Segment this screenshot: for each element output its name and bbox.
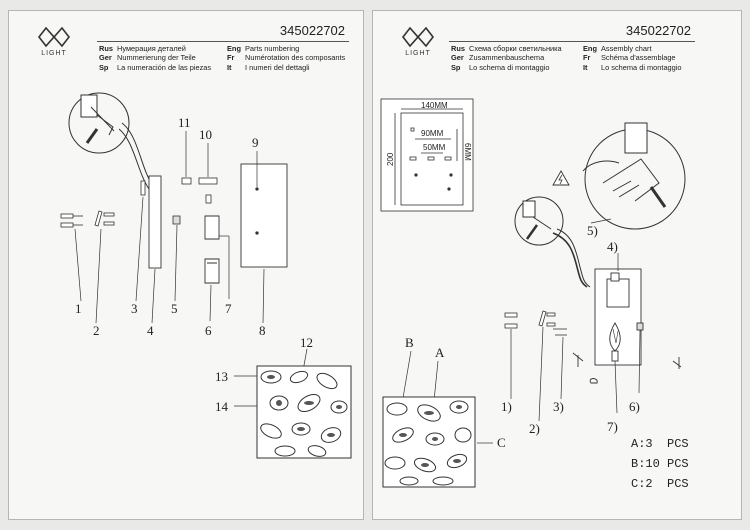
part-label-3: 3 <box>131 301 138 316</box>
part-label-1: 1 <box>75 301 82 316</box>
quantity-c: C:2 PCS <box>631 477 689 491</box>
letter-c: C <box>497 435 506 450</box>
part-label-10: 10 <box>199 127 212 142</box>
step-1-anchors <box>504 312 518 329</box>
letter-b: B <box>405 335 414 350</box>
quantity-b: B:10 PCS <box>631 457 689 471</box>
brand-text: LIGHT <box>405 50 431 57</box>
wall-fixings <box>572 352 682 384</box>
dim-90: 90MM <box>421 129 444 138</box>
part-5-nut <box>172 215 181 225</box>
part-label-4: 4 <box>147 323 154 338</box>
wiring-detail-large <box>582 122 686 230</box>
part-label-12: 12 <box>300 335 313 350</box>
part-label-6: 6 <box>205 323 212 338</box>
step-2-screws <box>538 310 556 327</box>
part-label-8: 8 <box>259 323 266 338</box>
fixture-backplate <box>594 268 644 366</box>
brand-text: LIGHT <box>41 50 67 57</box>
part-label-9: 9 <box>252 135 259 150</box>
part-3-cable <box>140 180 146 196</box>
part-1-screws <box>60 213 83 228</box>
decorative-shade-panel <box>256 365 352 459</box>
step-4-label: 4) <box>607 239 618 254</box>
leader-lines <box>74 131 308 407</box>
dim-200: 200 <box>386 152 395 166</box>
brand-logo: LIGHT <box>29 25 79 57</box>
wiring-detail <box>68 92 155 190</box>
dim-140: 140MM <box>421 101 448 110</box>
part-label-2: 2 <box>93 323 100 338</box>
part-10 <box>198 177 218 185</box>
step-1-label: 1) <box>501 399 512 414</box>
part-2-anchors <box>94 210 115 227</box>
mounting-dimensions <box>380 98 474 212</box>
part-label-11: 11 <box>178 115 191 130</box>
dim-6: 6MM <box>463 143 472 161</box>
header-rule <box>449 41 695 42</box>
part-label-14: 14 <box>215 399 229 414</box>
part-label-5: 5 <box>171 301 178 316</box>
brand-logo: LIGHT <box>393 25 443 57</box>
wiring-detail-small <box>514 196 564 246</box>
step-3-label: 3) <box>553 399 564 414</box>
header-rule <box>97 41 349 42</box>
power-cable <box>552 232 588 288</box>
quantity-a: A:3 PCS <box>631 437 689 451</box>
candle-bulb-icon <box>609 322 621 362</box>
part-8-plate <box>240 163 288 268</box>
step-6-label: 6) <box>629 399 640 414</box>
part-7-socket <box>204 215 220 240</box>
logo-icon <box>37 26 71 48</box>
part-11 <box>181 177 192 185</box>
assembly-diagram: 140MM 90MM 50MM 200 6MM <box>380 98 686 488</box>
step-2-label: 2) <box>529 421 540 436</box>
decorative-shade-panel <box>382 396 476 488</box>
part-6-lamp-holder <box>204 258 220 284</box>
product-code: 345022702 <box>625 23 691 38</box>
letter-a: A <box>435 345 445 360</box>
parts-diagram: 1 2 3 4 5 6 7 8 9 10 11 12 13 14 <box>60 92 352 459</box>
step-5-label: 5) <box>587 223 598 238</box>
dim-50: 50MM <box>423 143 446 152</box>
part-label-7: 7 <box>225 301 232 316</box>
logo-icon <box>401 26 435 48</box>
part-4-bracket <box>148 175 162 269</box>
step-3-screws <box>553 328 567 336</box>
product-code: 345022702 <box>279 23 345 38</box>
step-7-label: 7) <box>607 419 618 434</box>
part-label-13: 13 <box>215 369 228 384</box>
electric-warning-icon <box>552 170 570 186</box>
